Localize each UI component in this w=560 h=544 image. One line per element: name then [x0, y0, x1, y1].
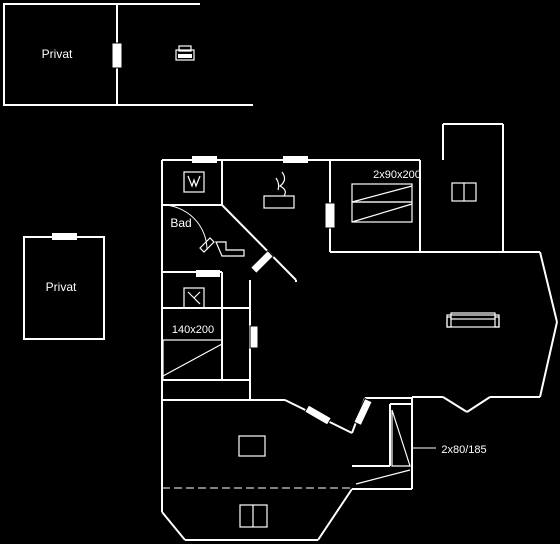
- car-icon: [175, 45, 195, 61]
- bathroom-label: Bad: [170, 216, 191, 230]
- heater-icon: [263, 171, 295, 209]
- sofa-icon: [446, 312, 500, 328]
- annex-side: Privat: [23, 233, 105, 340]
- kitchen-icon: [199, 237, 245, 257]
- main-house-walls: [161, 123, 558, 541]
- lower-wing: 2x80/185: [238, 409, 487, 528]
- bedroom-small: 140x200: [162, 287, 223, 381]
- bed-2x90x200-label: 2x90x200: [373, 169, 421, 181]
- bed-140x200-label: 140x200: [172, 324, 214, 336]
- table-icon: [451, 182, 477, 202]
- door-privat-garage: [111, 42, 123, 69]
- washing-machine-icon: [183, 171, 205, 193]
- door-privat-side: [52, 233, 77, 240]
- bathroom: Bad: [161, 204, 208, 251]
- doors: [192, 156, 373, 427]
- stove-icon: [183, 287, 205, 309]
- annex-top: Privat: [3, 3, 253, 106]
- privat-top-label: Privat: [42, 47, 73, 61]
- bed-2x80x185-label: 2x80/185: [441, 444, 486, 456]
- privat-side-label: Privat: [46, 280, 77, 294]
- bed-2x90x200: 2x90x200: [351, 169, 421, 223]
